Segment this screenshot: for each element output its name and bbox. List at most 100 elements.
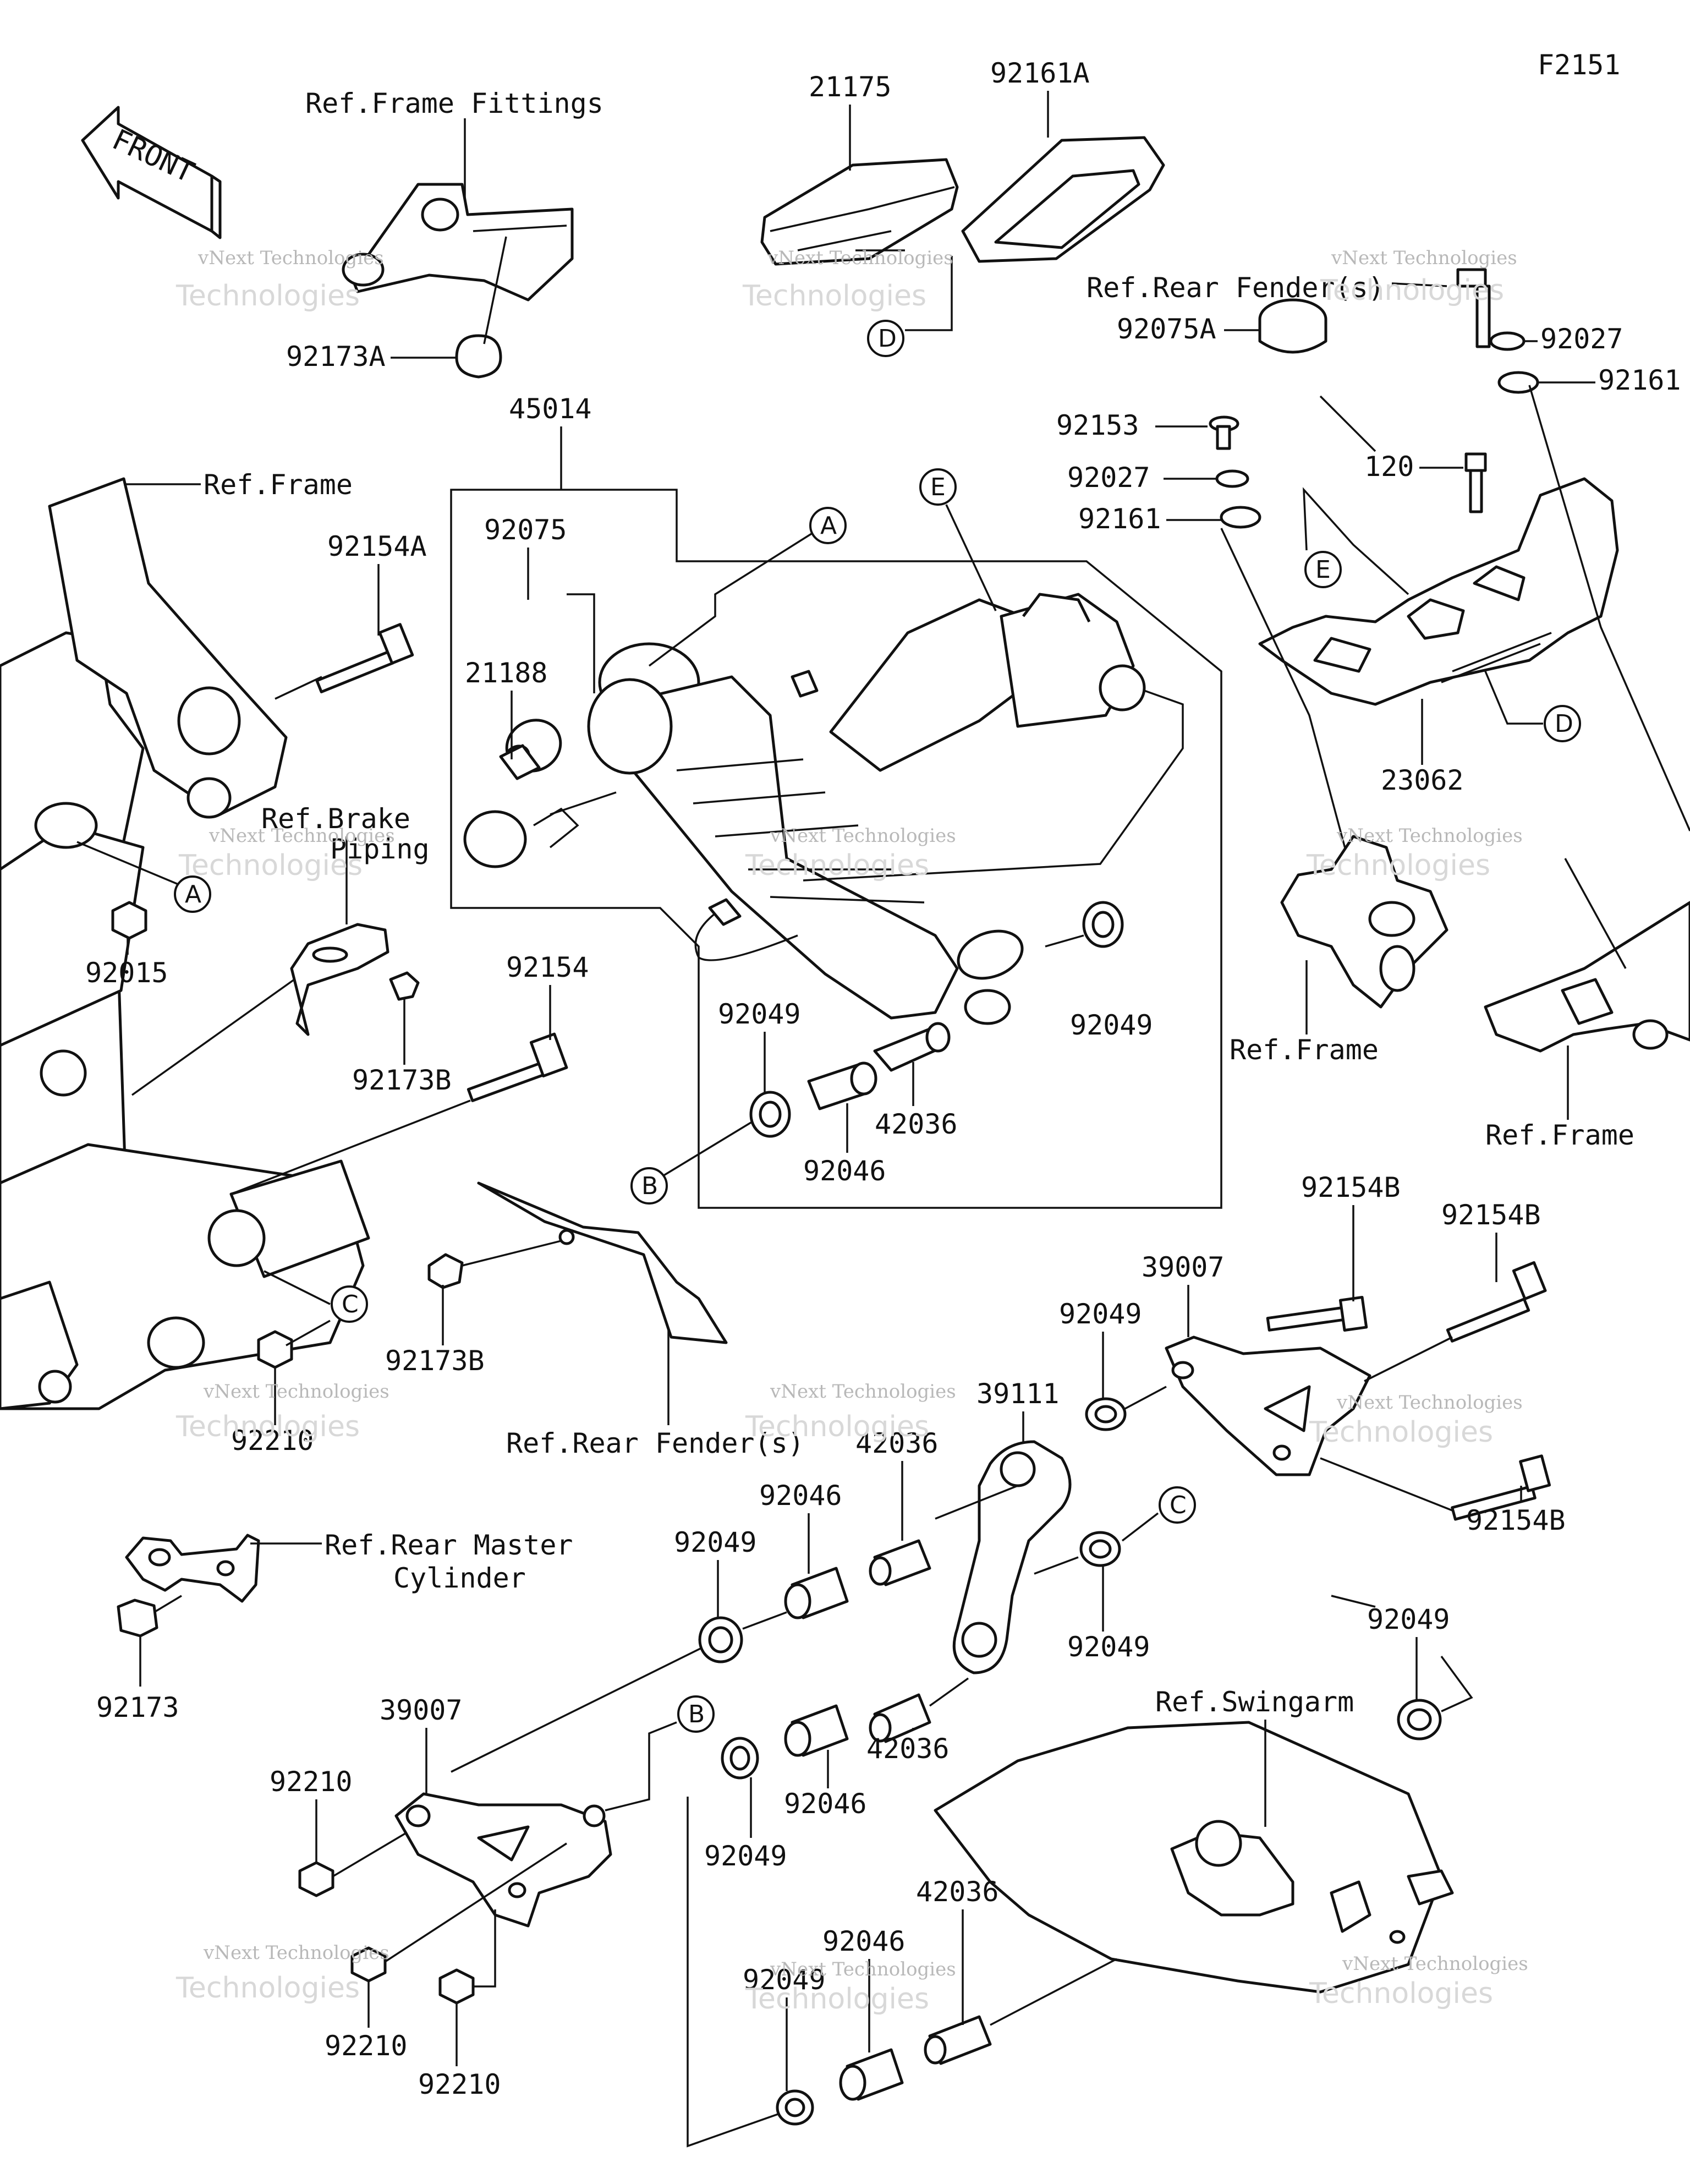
right-frame-illustration-1 bbox=[1280, 835, 1448, 1009]
part-92046-bearing-icon-b bbox=[784, 1567, 849, 1619]
part-92210-label-b: 92210 bbox=[270, 1766, 353, 1798]
part-92154B-label-b: 92154B bbox=[1441, 1199, 1541, 1231]
part-21188-sensor-icon bbox=[463, 744, 579, 868]
part-42036-sleeve-icon-c bbox=[869, 1693, 931, 1743]
svg-text:vNext Technologies: vNext Technologies bbox=[1331, 247, 1517, 269]
callout-D-top bbox=[867, 320, 904, 357]
part-92075-label: 92075 bbox=[484, 514, 567, 546]
part-92154B-bolt-icon-c bbox=[1451, 1454, 1551, 1521]
part-92046-bearing-icon-c bbox=[784, 1704, 849, 1757]
part-92049-label-g: 92049 bbox=[704, 1840, 787, 1872]
part-42036-label-a: 42036 bbox=[875, 1108, 958, 1140]
svg-text:Technologies: Technologies bbox=[1309, 1416, 1493, 1449]
callout-B-mid bbox=[630, 1167, 668, 1205]
part-21175-label: 21175 bbox=[809, 71, 892, 103]
part-92161-label-b: 92161 bbox=[1078, 503, 1161, 535]
svg-text:vNext Technologies: vNext Technologies bbox=[1336, 825, 1523, 847]
right-frame-illustration-2 bbox=[1484, 901, 1690, 1053]
part-92161-label-a: 92161 bbox=[1598, 364, 1681, 396]
part-92154B-label-a: 92154B bbox=[1301, 1172, 1401, 1203]
part-21188-label: 21188 bbox=[465, 657, 548, 689]
part-42036-label-b: 42036 bbox=[855, 1427, 939, 1459]
svg-text:Technologies: Technologies bbox=[175, 280, 360, 313]
part-92210-label-c: 92210 bbox=[325, 2030, 408, 2062]
ref-rear-master-cylinder-2: Cylinder bbox=[393, 1562, 526, 1594]
part-92154-label: 92154 bbox=[506, 951, 589, 983]
svg-text:A: A bbox=[185, 880, 201, 908]
part-42036-label-d: 42036 bbox=[916, 1876, 999, 1908]
part-92015-label: 92015 bbox=[85, 957, 168, 989]
svg-text:Technologies: Technologies bbox=[1309, 1977, 1493, 2010]
part-23062-label: 23062 bbox=[1381, 764, 1464, 796]
svg-text:E: E bbox=[930, 473, 946, 501]
part-42036-sleeve-icon-a bbox=[873, 1022, 951, 1072]
part-92049-label-f: 92049 bbox=[1367, 1603, 1450, 1635]
svg-text:B: B bbox=[641, 1172, 658, 1200]
callout-E-top bbox=[919, 468, 957, 506]
part-92154B-label-c: 92154B bbox=[1466, 1504, 1566, 1536]
part-39007-plate-illustration-b bbox=[394, 1792, 612, 1928]
svg-text:vNext Technologies: vNext Technologies bbox=[208, 825, 395, 847]
ref-frame-fittings: Ref.Frame Fittings bbox=[305, 87, 603, 119]
ref-frame-right-1: Ref.Frame bbox=[1230, 1034, 1379, 1066]
svg-text:Technologies: Technologies bbox=[178, 849, 363, 882]
part-92210-nut-icon-b bbox=[298, 1861, 334, 1897]
part-92046-bearing-icon-d bbox=[839, 2048, 904, 2101]
svg-text:vNext Technologies: vNext Technologies bbox=[203, 1381, 389, 1403]
callout-C-left bbox=[331, 1285, 368, 1323]
part-92046-label-a: 92046 bbox=[803, 1155, 886, 1187]
part-92173-label: 92173 bbox=[96, 1692, 179, 1723]
part-92161A-illustration bbox=[961, 136, 1165, 263]
callout-A-left bbox=[174, 875, 211, 913]
part-39111-rocker-illustration bbox=[952, 1440, 1072, 1674]
svg-text:vNext Technologies: vNext Technologies bbox=[770, 825, 956, 847]
svg-text:vNext Technologies: vNext Technologies bbox=[1342, 1953, 1528, 1975]
rear-fender-bolt-icon bbox=[1456, 268, 1491, 348]
ref-frame-right-2: Ref.Frame bbox=[1485, 1119, 1634, 1151]
ref-rear-fender-mid: Ref.Rear Fender(s) bbox=[506, 1427, 804, 1459]
watermarks: vNext Technologies Technologies vNext Te… bbox=[175, 247, 1528, 2016]
part-120-bolt-icon bbox=[1464, 452, 1487, 513]
part-42036-sleeve-icon-d bbox=[924, 2015, 992, 2065]
part-92049-label-d: 92049 bbox=[674, 1526, 757, 1558]
svg-text:D: D bbox=[878, 325, 897, 353]
rear-fender-illustration bbox=[477, 1181, 728, 1344]
part-92046-label-b: 92046 bbox=[759, 1480, 842, 1512]
part-120-label: 120 bbox=[1364, 451, 1414, 483]
svg-text:A: A bbox=[820, 512, 837, 540]
part-92049-label-h: 92049 bbox=[743, 1964, 826, 1996]
part-92046-label-d: 92046 bbox=[822, 1925, 906, 1957]
ref-brake-piping-1: Ref.Brake bbox=[261, 803, 410, 835]
figure-code: F2151 bbox=[1538, 49, 1621, 81]
part-92161A-label: 92161A bbox=[990, 57, 1090, 89]
shock-absorber-illustration bbox=[587, 593, 1184, 1025]
rear-master-cylinder-bracket-illustration bbox=[117, 1534, 260, 1638]
part-92075A-damper-icon bbox=[1258, 298, 1327, 354]
part-92173B-label-a: 92173B bbox=[352, 1064, 452, 1096]
part-92161-grommet-icon-b bbox=[1220, 506, 1261, 529]
part-92049-label-b: 92049 bbox=[1070, 1009, 1153, 1041]
svg-text:Technologies: Technologies bbox=[742, 280, 926, 313]
part-92049-label-a: 92049 bbox=[718, 998, 801, 1030]
callout-E-right bbox=[1304, 551, 1342, 588]
part-21175-illustration bbox=[760, 158, 959, 266]
part-92173A-label: 92173A bbox=[286, 341, 386, 373]
part-92210-nut-icon-d bbox=[438, 1968, 475, 2005]
ref-rear-fender-top: Ref.Rear Fender(s) bbox=[1087, 272, 1385, 304]
svg-text:Technologies: Technologies bbox=[745, 1983, 929, 2016]
brake-piping-bracket-illustration bbox=[290, 923, 420, 1036]
swingarm-illustration bbox=[934, 1721, 1454, 1994]
part-92210-label-d: 92210 bbox=[418, 2068, 501, 2100]
part-92210-nut-icon-c bbox=[350, 1946, 387, 1983]
svg-text:vNext Technologies: vNext Technologies bbox=[1336, 1392, 1523, 1414]
frame-fittings-illustration bbox=[342, 183, 574, 379]
part-92161-grommet-icon-a bbox=[1497, 371, 1539, 394]
svg-text:E: E bbox=[1315, 556, 1331, 584]
callout-C-right bbox=[1159, 1486, 1196, 1524]
part-92173B-clip-icon bbox=[427, 1253, 464, 1289]
svg-text:Technologies: Technologies bbox=[745, 1410, 929, 1443]
part-92154B-bolt-icon-b bbox=[1446, 1261, 1547, 1343]
ref-swingarm: Ref.Swingarm bbox=[1155, 1686, 1354, 1718]
callout-B-lower bbox=[677, 1695, 715, 1733]
